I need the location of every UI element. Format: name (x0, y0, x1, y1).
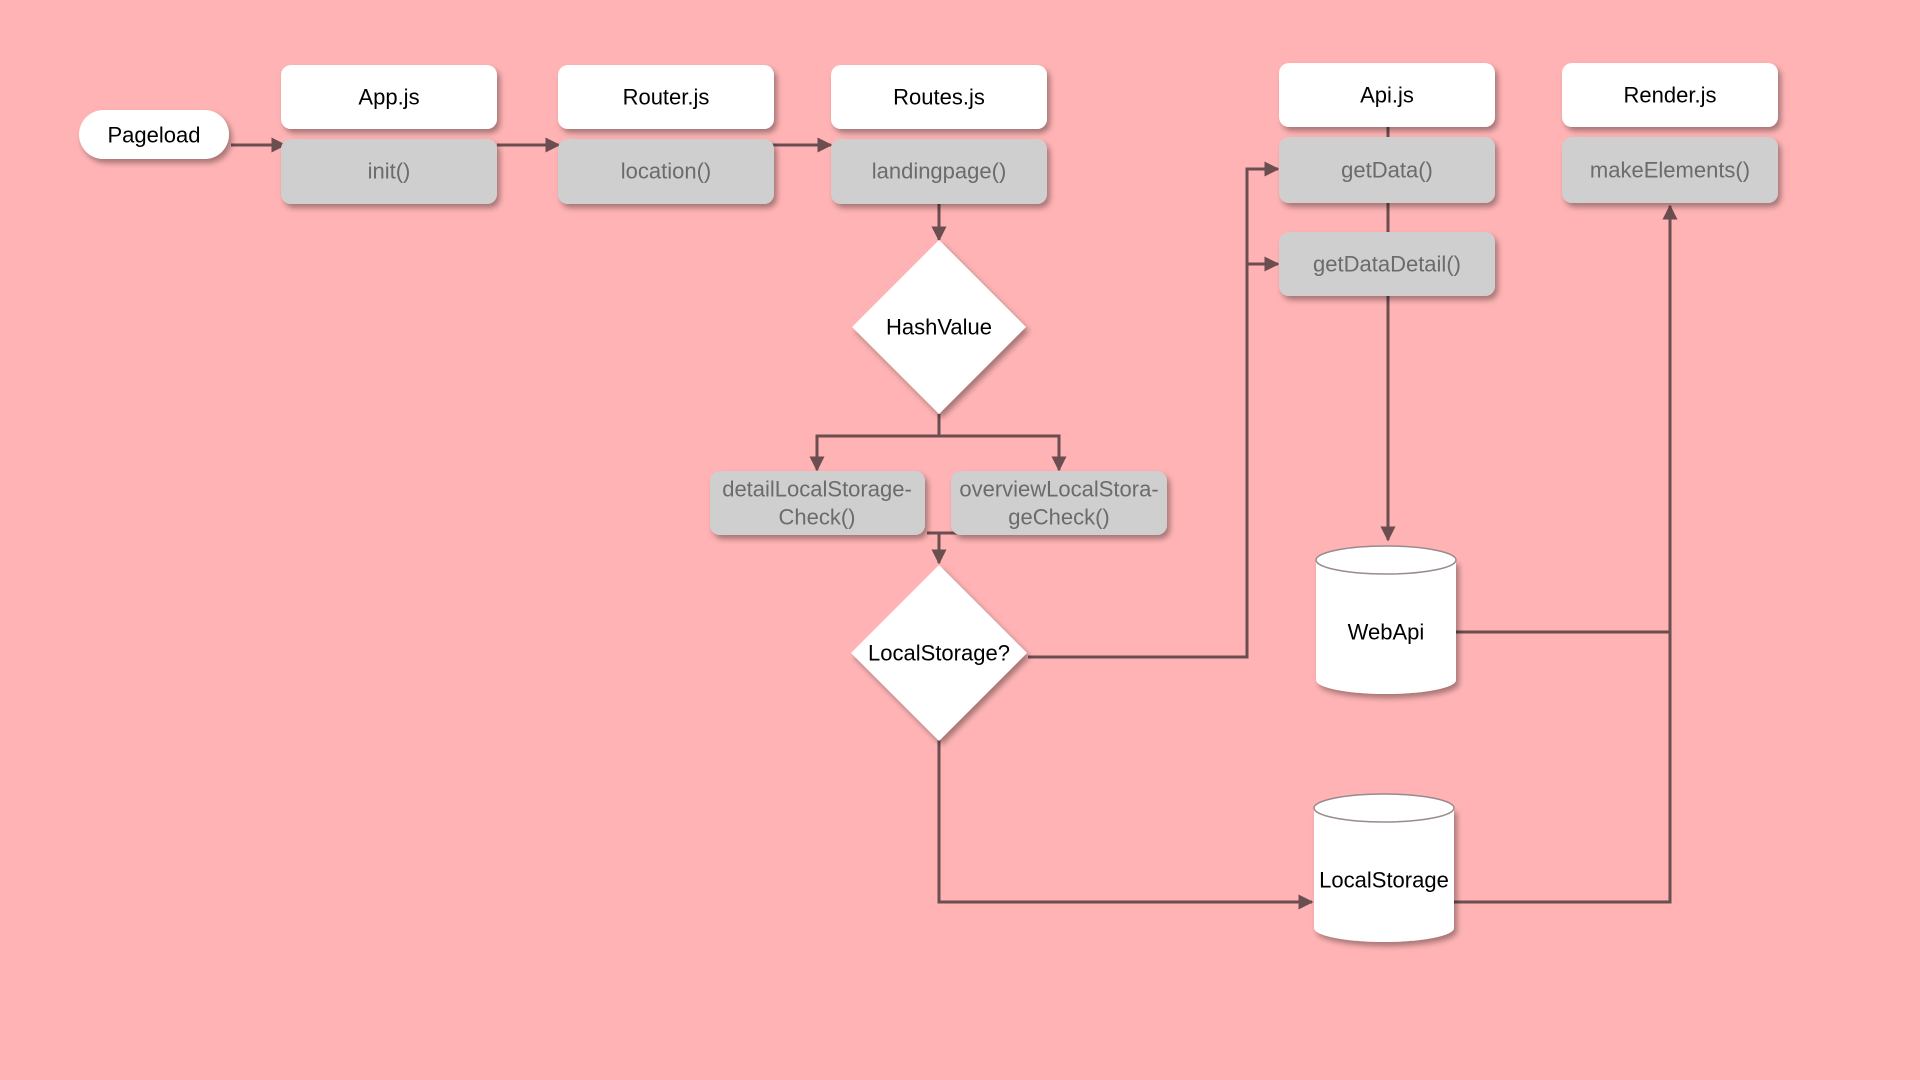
module-routes-js: Routes.js landingpage() (831, 65, 1047, 204)
edge-decision-to-localstorage (937, 740, 1314, 910)
database-localstorage: LocalStorage (1313, 793, 1455, 942)
method-init: init() (368, 159, 411, 184)
method-landingpage: landingpage() (872, 159, 1007, 184)
module-title-api: Api.js (1360, 83, 1414, 108)
overview-check-line-1: overviewLocalStora- (959, 477, 1158, 502)
method-makeelements: makeElements() (1590, 158, 1750, 183)
pageload-label: Pageload (108, 123, 201, 148)
module-title-render: Render.js (1624, 83, 1717, 108)
edge-hashvalue-to-overview (939, 434, 1067, 472)
connectors (231, 127, 1678, 910)
detail-check-line-2: Check() (778, 505, 855, 530)
webapi-label: WebApi (1348, 620, 1425, 645)
localstorage-decision-label: LocalStorage? (868, 641, 1010, 666)
method-getdata: getData() (1341, 158, 1433, 183)
overview-localstorage-check: overviewLocalStora- geCheck() (951, 471, 1167, 535)
edge-hashvalue-split (809, 414, 941, 472)
pageload-start: Pageload (79, 110, 229, 159)
module-api-js: Api.js getData() getDataDetail() (1279, 63, 1495, 296)
edge-decision-to-getdata (1028, 161, 1280, 659)
database-webapi: WebApi (1315, 545, 1457, 694)
overview-check-line-2: geCheck() (1008, 505, 1109, 530)
edge-localstorage-to-makeelements (1453, 204, 1678, 904)
edge-checks-to-localstorage-decision (927, 531, 958, 563)
hashvalue-label: HashValue (886, 315, 992, 340)
decision-hashvalue: HashValue (852, 240, 1026, 414)
module-title-routes: Routes.js (893, 85, 985, 110)
method-getdatadetail: getDataDetail() (1313, 252, 1461, 277)
module-title-router: Router.js (623, 85, 710, 110)
detail-check-line-1: detailLocalStorage- (722, 477, 912, 502)
module-render-js: Render.js makeElements() (1562, 63, 1778, 203)
decision-localstorage: LocalStorage? (851, 565, 1027, 741)
localstorage-label: LocalStorage (1319, 868, 1449, 893)
method-location: location() (621, 159, 711, 184)
module-router-js: Router.js location() (558, 65, 774, 204)
module-app-js: App.js init() (281, 65, 497, 204)
detail-localstorage-check: detailLocalStorage- Check() (710, 471, 925, 535)
module-title-app: App.js (358, 85, 419, 110)
